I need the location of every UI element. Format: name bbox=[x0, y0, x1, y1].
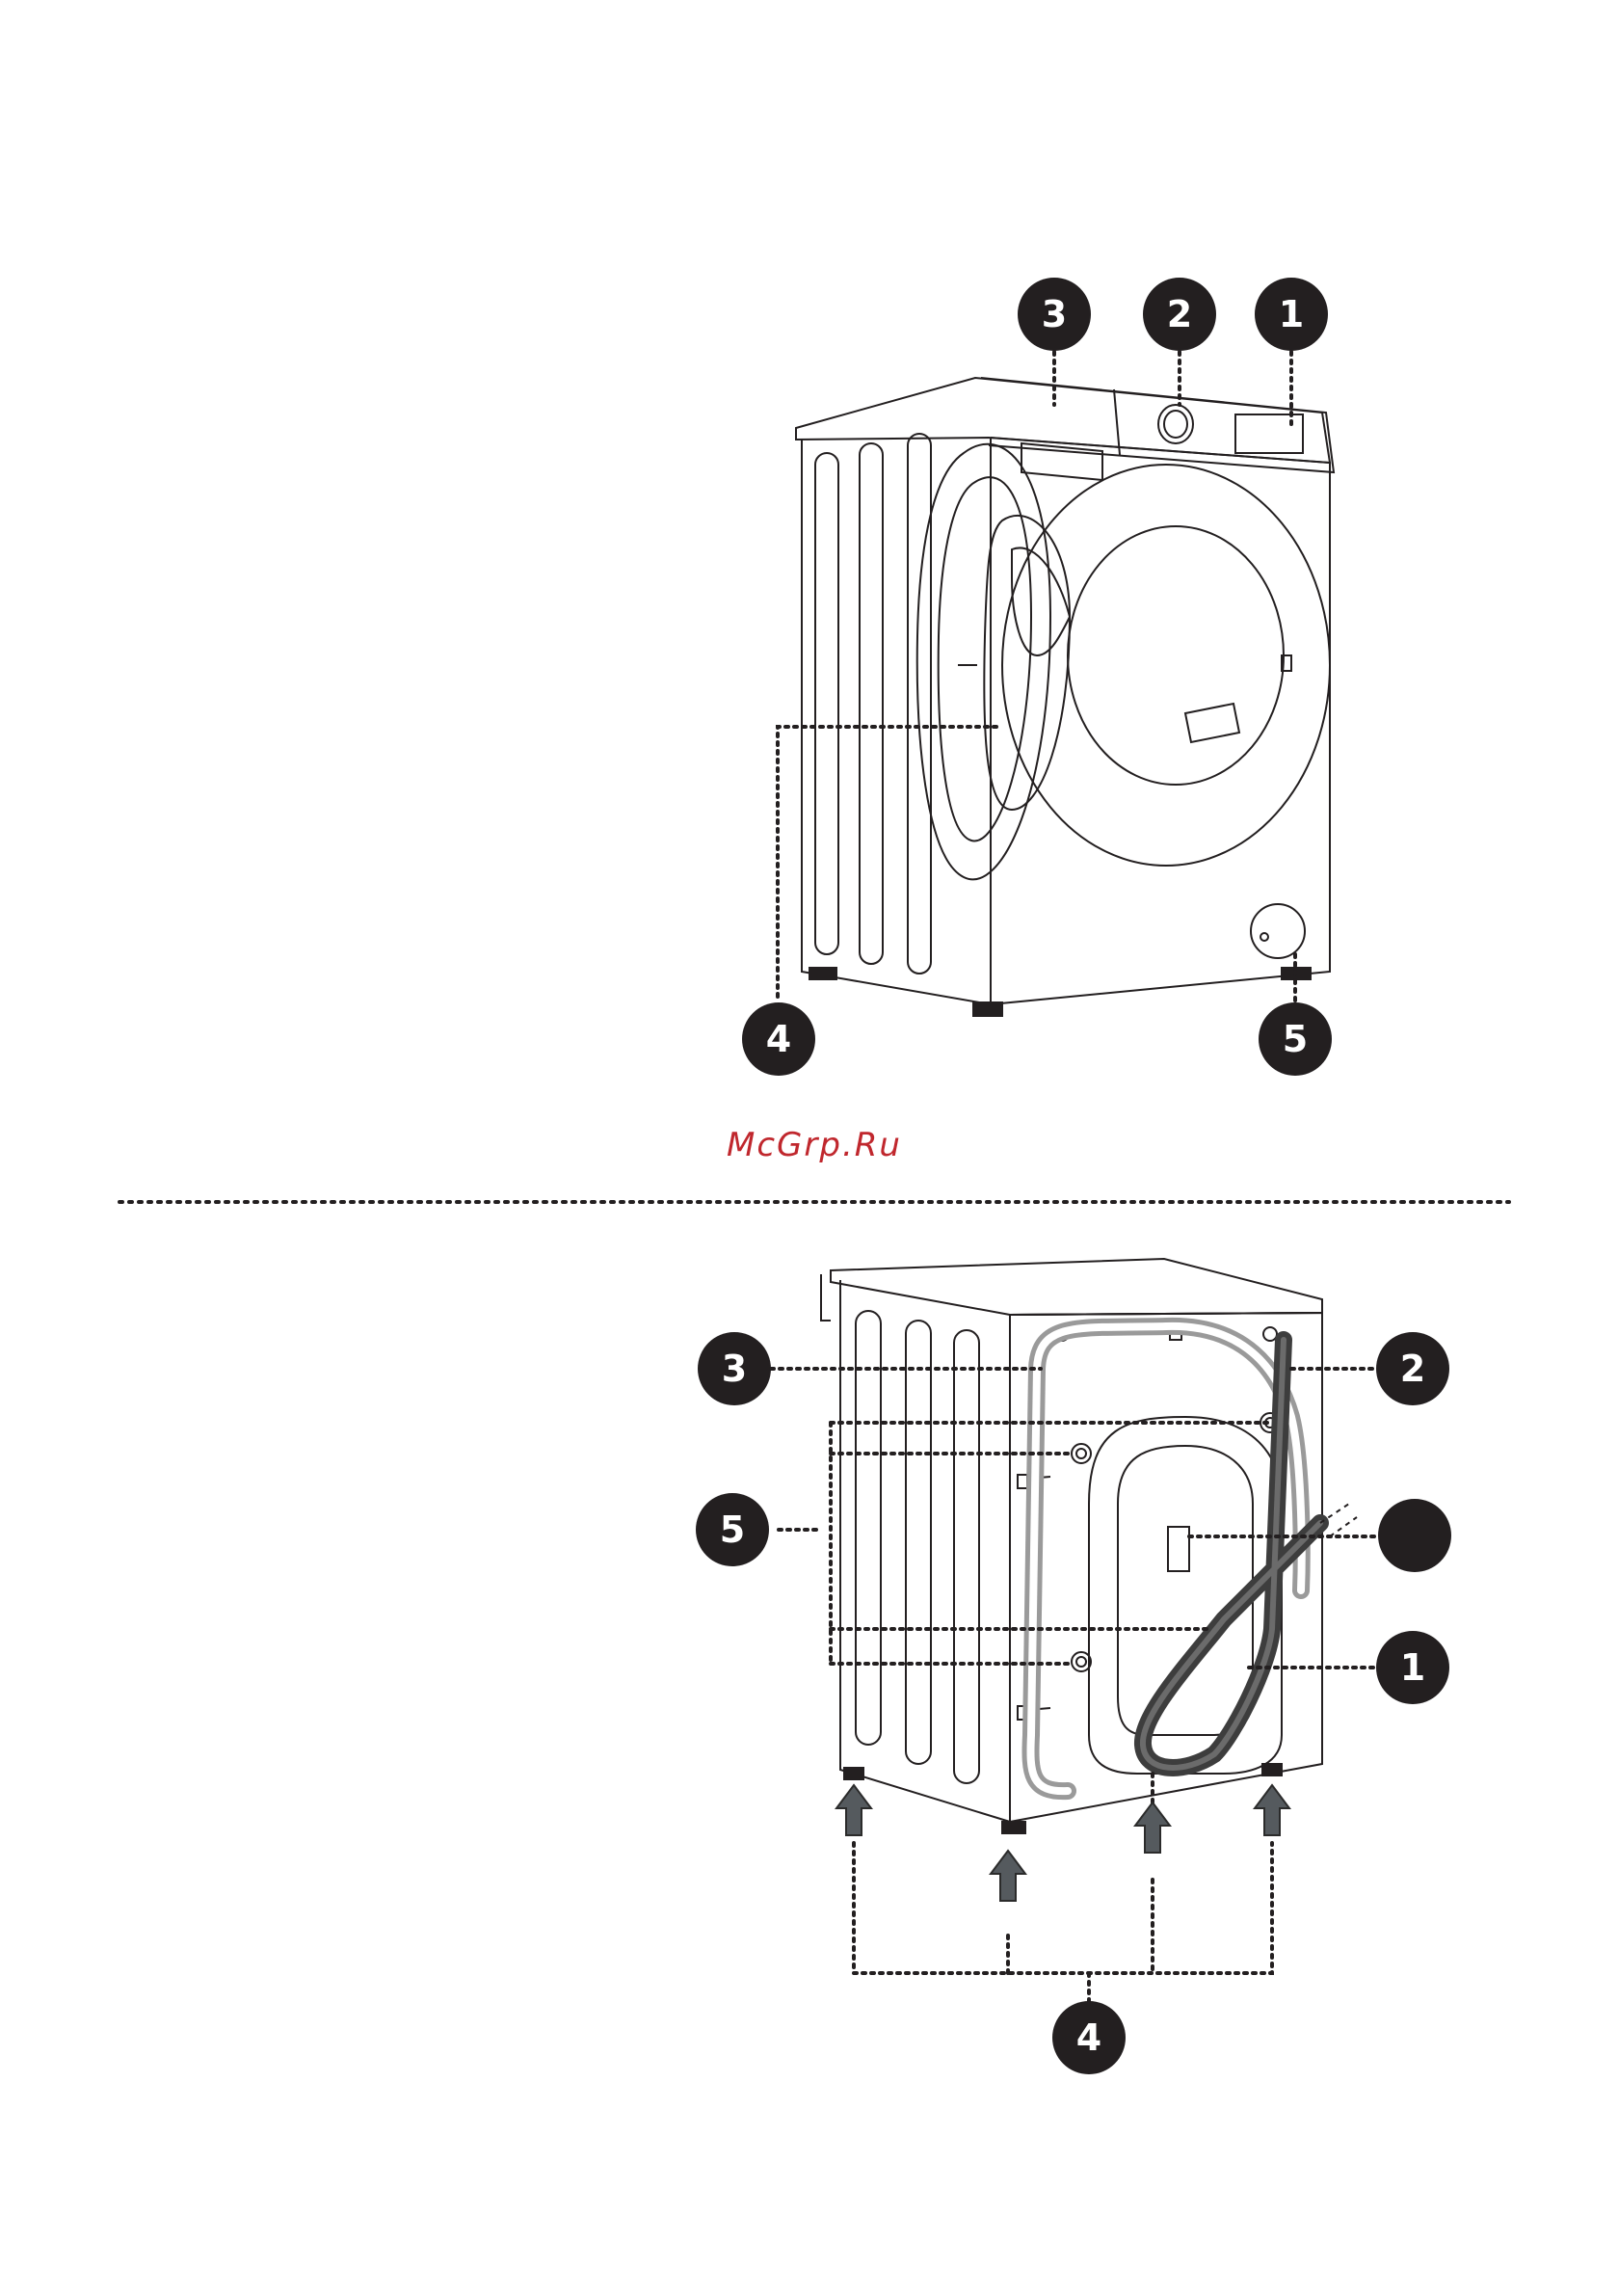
rear-callout-1: 1 bbox=[1376, 1631, 1449, 1704]
arrow-up-icon bbox=[1255, 1785, 1289, 1835]
rear-callout-5: 5 bbox=[696, 1493, 769, 1566]
arrow-up-icon bbox=[836, 1785, 871, 1835]
front-washer bbox=[796, 378, 1334, 1016]
watermark: McGrp.Ru bbox=[713, 1126, 915, 1164]
front-callout-4: 4 bbox=[742, 1002, 815, 1076]
rear-callout-4: 4 bbox=[1052, 2001, 1126, 2074]
front-callout-5: 5 bbox=[1259, 1002, 1332, 1076]
rear-callout-blank bbox=[1378, 1499, 1451, 1572]
front-callout-2: 2 bbox=[1143, 278, 1216, 351]
rear-callout-3: 3 bbox=[698, 1332, 771, 1405]
rear-callout-2: 2 bbox=[1376, 1332, 1449, 1405]
foot-arrows bbox=[836, 1785, 1289, 1901]
front-callout-3: 3 bbox=[1018, 278, 1091, 351]
arrow-up-icon bbox=[1135, 1802, 1170, 1853]
drain-hose bbox=[1030, 1326, 1301, 1791]
front-callout-1: 1 bbox=[1255, 278, 1328, 351]
arrow-up-icon bbox=[991, 1851, 1025, 1901]
